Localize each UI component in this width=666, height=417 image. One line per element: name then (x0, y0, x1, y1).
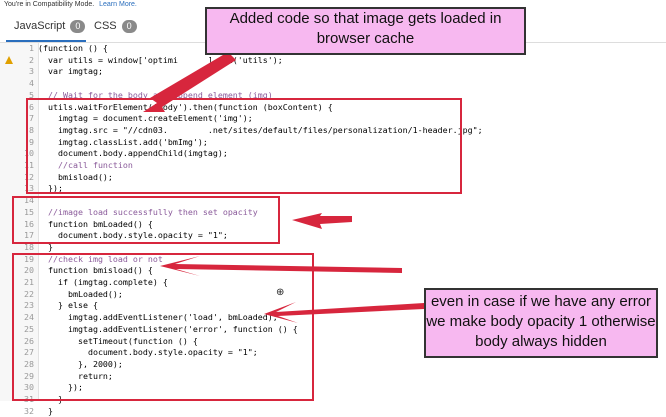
code-text: (function () { (38, 43, 108, 53)
code-text: imgtag.src = "//cdn03. .net/sites/defaul… (38, 124, 483, 135)
callout-top: Added code so that image gets loaded in … (205, 7, 526, 55)
line-number: 24 (24, 312, 34, 323)
line-number: 2 (29, 54, 34, 65)
code-text: bmLoaded(); (38, 288, 123, 299)
line-number: 11 (24, 160, 34, 170)
code-text: } else { (38, 300, 98, 311)
line-number: 26 (24, 335, 34, 346)
code-text: } (38, 405, 53, 416)
tab-css-count: 0 (121, 20, 137, 33)
line-number: 5 (29, 89, 34, 100)
line-number: 1 (29, 43, 34, 53)
annotation-arrows (143, 52, 424, 323)
code-text: document.body.style.opacity = "1"; (38, 230, 228, 241)
code-text: function bmLoaded() { (38, 218, 153, 229)
tab-javascript-count: 0 (70, 20, 86, 33)
line-number-gutter (0, 43, 39, 401)
code-text: //call function (38, 160, 133, 170)
code-text: document.body.style.opacity = "1"; (38, 347, 258, 358)
code-text: //image load successfully then set opaci… (38, 206, 258, 217)
line-number: 30 (24, 382, 34, 393)
callout-top-text: Added code so that image gets loaded in … (229, 10, 502, 47)
line-number: 17 (24, 230, 34, 241)
highlight-box-wait-for-element (26, 98, 462, 194)
code-text: imgtag.classList.add('bmImg'); (38, 136, 208, 147)
line-number: 9 (29, 136, 34, 147)
code-text: var imgtag; (38, 66, 103, 77)
line-number: 4 (29, 78, 34, 89)
callout-right-text: even in case if we have any error we mak… (426, 293, 656, 350)
line-number: 23 (24, 300, 34, 311)
line-number: 19 (24, 253, 34, 264)
code-text: //check img load or not (38, 253, 163, 264)
code-text: imgtag.addEventListener('error', functio… (38, 323, 298, 334)
line-number: 32 (24, 405, 34, 416)
warning-icon[interactable] (5, 55, 13, 64)
line-number: 28 (24, 358, 34, 369)
line-number: 10 (24, 148, 34, 159)
code-text: bmisload(); (38, 171, 113, 182)
active-tab-indicator (6, 40, 86, 42)
line-number: 27 (24, 347, 34, 358)
compatibility-text: You're in Compatibility Mode. (4, 1, 95, 8)
line-number: 12 (24, 171, 34, 182)
highlight-box-bmisload (12, 253, 314, 401)
code-text: setTimeout(function () { (38, 335, 198, 346)
code-text: imgtag.addEventListener('load', bmLoaded… (38, 312, 278, 323)
arrow-bmloaded-icon (292, 213, 352, 229)
line-number: 29 (24, 370, 34, 381)
learn-more-link[interactable]: Learn More. (99, 1, 137, 8)
code-text: return; (38, 370, 113, 381)
code-text: if (imgtag.complete) { (38, 277, 168, 287)
code-text: function bmisload() { (38, 265, 153, 276)
code-text: }, 2000); (38, 358, 123, 369)
line-number: 20 (24, 265, 34, 276)
line-number: 15 (24, 206, 34, 217)
line-number: 18 (24, 241, 34, 252)
arrow-complete-icon (160, 256, 402, 276)
arrow-error-icon (264, 302, 424, 323)
highlight-box-bmloaded (12, 196, 280, 244)
callout-right: even in case if we have any error we mak… (424, 288, 658, 358)
code-text: } (38, 241, 53, 252)
compatibility-mode-bar: You're in Compatibility Mode. Learn More… (0, 0, 666, 10)
arrow-top-icon (143, 52, 236, 112)
line-number: 7 (29, 113, 34, 124)
code-text: document.body.appendChild(imgtag); (38, 148, 228, 159)
line-number: 22 (24, 288, 34, 299)
tab-css-label: CSS (94, 20, 117, 32)
tab-css[interactable]: CSS 0 (94, 20, 137, 33)
line-number: 6 (29, 101, 34, 112)
tab-javascript-label: JavaScript (14, 20, 66, 32)
code-text: var utils = window['optimi ].get('utils'… (38, 54, 283, 65)
code-editor[interactable]: 1 (function () { 2 var utils = window['opt… (0, 43, 666, 416)
line-number: 14 (24, 195, 34, 206)
line-number: 16 (24, 218, 34, 229)
line-number: 25 (24, 323, 34, 334)
line-number: 13 (24, 183, 34, 194)
line-number: 8 (29, 124, 34, 135)
zoom-cursor-icon: ⊕ (276, 287, 285, 298)
code-text: }); (38, 382, 83, 393)
tab-javascript[interactable]: JavaScript 0 (14, 20, 86, 33)
code-text: }); (38, 183, 63, 194)
code-text: imgtag = document.createElement('img'); (38, 113, 253, 124)
line-number: 21 (24, 277, 34, 287)
line-number: 3 (29, 66, 34, 77)
